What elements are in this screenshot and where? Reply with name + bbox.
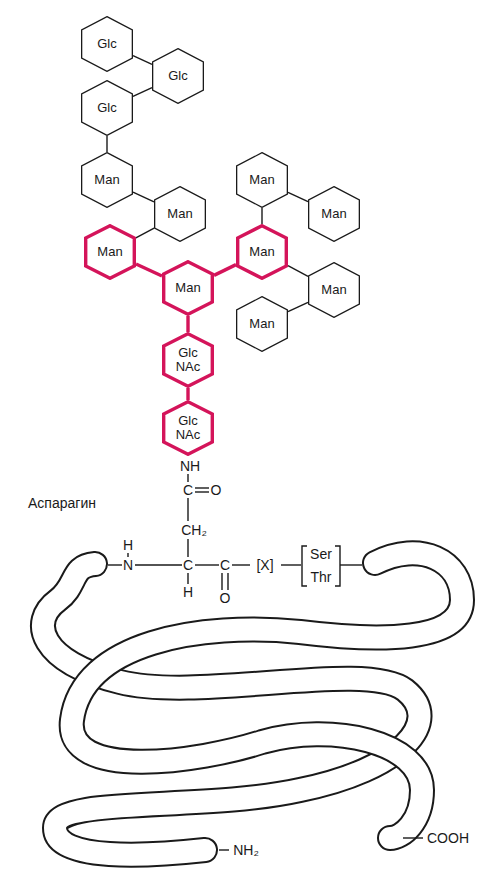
sugar-hexagon: Man [308, 262, 360, 318]
sugar-hexagon: Man [236, 152, 288, 208]
glycosidic-bond [288, 192, 308, 201]
glycosidic-bond [136, 264, 162, 276]
sugar-name: Man [97, 245, 122, 259]
sugar-name: Man [167, 207, 192, 221]
glycosidic-bond [214, 265, 236, 276]
chem-label: CH₂ [180, 522, 208, 538]
sugar-name: Glc NAc [170, 346, 206, 374]
chemical-bonds [108, 474, 423, 850]
chem-label: H [182, 584, 194, 600]
glycosidic-bond [186, 388, 189, 400]
chem-label: C [182, 557, 194, 573]
chem-label: N [122, 557, 134, 573]
sugar-name: Glc [97, 101, 117, 115]
chem-label: [X] [255, 557, 274, 573]
glycosidic-bond [133, 192, 154, 202]
chem-label: H [122, 537, 134, 553]
sugar-hexagon: Glc [81, 80, 133, 136]
sugar-name: Man [249, 173, 274, 187]
glycosidic-bond [133, 56, 152, 65]
glycosidic-bond [136, 228, 154, 238]
chem-label: NH [179, 458, 201, 474]
sugar-name: Glc NAc [170, 414, 206, 442]
glycosidic-bond [288, 266, 308, 277]
sugar-name: Man [249, 317, 274, 331]
sugar-name: Man [321, 207, 346, 221]
glycosidic-bond [288, 302, 308, 311]
sugar-name: Glc [97, 37, 117, 51]
glycosidic-bond [186, 316, 189, 332]
sugar-hexagon: Man [162, 260, 214, 316]
sugar-hexagon: Man [81, 152, 133, 208]
chem-label: Аспарагин [27, 495, 97, 511]
chem-label: Thr [310, 569, 333, 585]
sugar-hexagon: Man [308, 186, 360, 242]
chem-label: NH₂ [232, 842, 260, 858]
polypeptide-tube-fill [43, 564, 420, 855]
sugar-name: Man [321, 283, 346, 297]
chem-label: O [210, 482, 223, 498]
polypeptide-tube [43, 564, 420, 855]
chem-label: COOH [426, 830, 470, 846]
sugar-name: Glc [168, 69, 188, 83]
sugar-hexagon: Man [236, 224, 288, 280]
sugar-hexagon: Glc [81, 16, 133, 72]
sugar-hexagon: Man [154, 186, 206, 242]
polypeptide-tube-fill [72, 553, 462, 838]
glycosidic-bond [261, 208, 262, 224]
chem-label: C [182, 482, 194, 498]
chem-label: O [219, 590, 232, 606]
glycosidic-bond [106, 136, 107, 152]
sugar-hexagon: Man [236, 296, 288, 352]
sugar-hexagon: Man [84, 224, 136, 280]
sugar-hexagon: Glc [152, 48, 204, 104]
polypeptide-tube [72, 553, 462, 838]
chem-label: C [219, 557, 231, 573]
sugar-hexagon: Glc NAc [162, 400, 214, 456]
sugar-hexagon: Glc NAc [162, 332, 214, 388]
sugar-name: Man [94, 173, 119, 187]
sugar-name: Man [249, 245, 274, 259]
glycosidic-bond [133, 88, 152, 97]
sugar-name: Man [175, 281, 200, 295]
chem-label: Ser [309, 546, 333, 562]
